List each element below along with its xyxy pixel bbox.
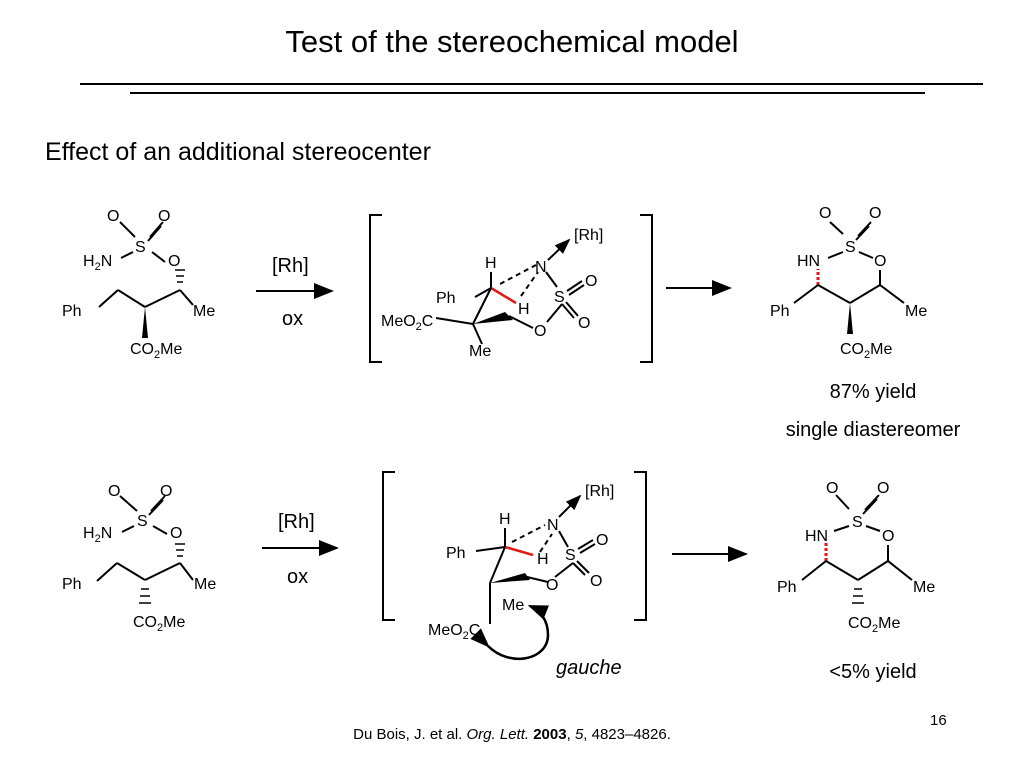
transition-state-1 — [435, 238, 585, 345]
citation-year: 2003 — [533, 726, 567, 743]
transition-state-2-labels: H Ph H N [Rh] S O O O Me MeO2C — [428, 483, 614, 642]
atom-o: O — [534, 323, 546, 340]
ester-label: MeO2C — [381, 313, 433, 333]
amine-hn: HN — [805, 528, 828, 545]
atom-h: H — [537, 551, 549, 568]
section-heading: Effect of an additional stereocenter — [45, 138, 431, 166]
atom-s: S — [852, 514, 863, 531]
bracket-right-1 — [640, 214, 653, 363]
atom-o: O — [882, 528, 894, 545]
phenyl-label: Ph — [446, 545, 466, 562]
atom-h: H — [499, 511, 511, 528]
amine-hn: HN — [797, 253, 820, 270]
transition-state-2 — [470, 494, 596, 661]
starting-material-2-labels: O O S O H2N Ph Me CO2Me — [62, 483, 216, 634]
amine-h2n: H2N — [83, 253, 112, 273]
methyl-label: Me — [193, 303, 215, 320]
atom-o: O — [590, 573, 602, 590]
title-rule-bottom — [130, 92, 925, 94]
citation-pages: , 4823–4826. — [583, 726, 671, 743]
atom-h: H — [518, 301, 530, 318]
phenyl-label: Ph — [436, 290, 456, 307]
methyl-label: Me — [502, 597, 524, 614]
slide-title: Test of the stereochemical model — [285, 24, 739, 59]
selectivity-1: single diastereomer — [786, 419, 961, 441]
reagent-rh-2: [Rh] — [278, 511, 315, 533]
atom-n: N — [547, 517, 559, 534]
ester-label: CO2Me — [130, 341, 182, 361]
atom-o: O — [170, 525, 182, 542]
methyl-label: Me — [913, 579, 935, 596]
citation-volume: 5 — [574, 726, 584, 743]
atom-s: S — [565, 547, 576, 564]
starting-material-1-labels: O O S O H2N Ph Me CO2Me — [62, 208, 215, 361]
atom-o: O — [877, 480, 889, 497]
methyl-label: Me — [469, 343, 491, 360]
atom-o: O — [819, 205, 831, 222]
atom-o: O — [108, 483, 120, 500]
atom-s: S — [554, 289, 565, 306]
amine-h2n: H2N — [83, 525, 112, 545]
atom-o: O — [585, 273, 597, 290]
methyl-label: Me — [905, 303, 927, 320]
bracket-left-1 — [369, 214, 382, 363]
atom-o: O — [158, 208, 170, 225]
atom-o: O — [546, 577, 558, 594]
rh-label: [Rh] — [585, 483, 614, 500]
atom-o: O — [874, 253, 886, 270]
product-1 — [793, 221, 905, 334]
yield-1: 87% yield — [830, 381, 917, 403]
atom-n: N — [535, 259, 547, 276]
atom-o: O — [160, 483, 172, 500]
product-1-labels: O O S HN O Ph Me CO2Me — [770, 205, 927, 361]
starting-material-1 — [98, 221, 194, 338]
ester-label: CO2Me — [840, 341, 892, 361]
product-2 — [801, 494, 913, 604]
atom-o: O — [826, 480, 838, 497]
ester-label: CO2Me — [133, 614, 185, 634]
phenyl-label: Ph — [62, 303, 82, 320]
phenyl-label: Ph — [777, 579, 797, 596]
atom-s: S — [135, 239, 146, 256]
gauche-label: gauche — [556, 657, 622, 679]
title-rule-top — [80, 83, 983, 85]
methyl-label: Me — [194, 576, 216, 593]
atom-o: O — [168, 253, 180, 270]
citation-journal: Org. Lett. — [466, 726, 530, 743]
atom-h: H — [485, 255, 497, 272]
atom-o: O — [596, 532, 608, 549]
ester-label: CO2Me — [848, 615, 900, 635]
phenyl-label: Ph — [770, 303, 790, 320]
citation: Du Bois, J. et al. Org. Lett. 2003, 5, 4… — [353, 726, 671, 743]
atom-s: S — [137, 513, 148, 530]
rh-label: [Rh] — [574, 227, 603, 244]
phenyl-label: Ph — [62, 576, 82, 593]
starting-material-2 — [96, 495, 194, 604]
atom-s: S — [845, 239, 856, 256]
atom-o: O — [107, 208, 119, 225]
bracket-right-2 — [634, 471, 647, 621]
transition-state-1-labels: H Ph H N [Rh] S O O O MeO2C Me — [381, 227, 603, 360]
atom-o: O — [578, 315, 590, 332]
reagent-rh-1: [Rh] — [272, 255, 309, 277]
page-number: 16 — [930, 712, 947, 729]
yield-2: <5% yield — [829, 661, 916, 683]
bracket-left-2 — [382, 471, 395, 621]
citation-authors: Du Bois, J. et al. — [353, 726, 467, 743]
product-2-labels: O O S HN O Ph Me CO2Me — [777, 480, 935, 635]
condition-ox-2: ox — [287, 566, 308, 588]
atom-o: O — [869, 205, 881, 222]
condition-ox-1: ox — [282, 308, 303, 330]
ester-label: MeO2C — [428, 622, 480, 642]
